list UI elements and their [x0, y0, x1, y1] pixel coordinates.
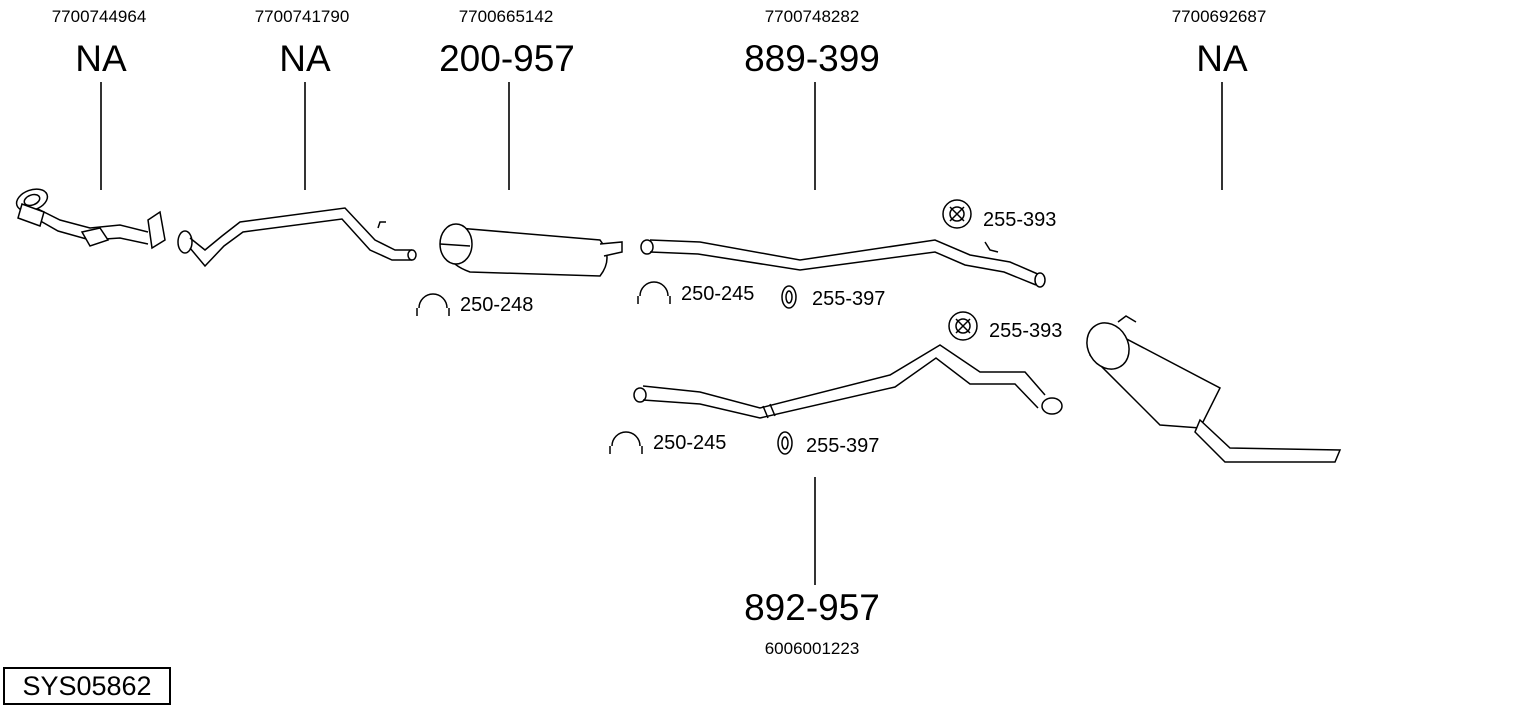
rubber-hanger-icon: [948, 311, 978, 341]
rear-pipe-illustration-lower: [633, 344, 1063, 419]
accessory-label-a7: 255-397: [806, 435, 880, 457]
part-number-c2: NA: [279, 38, 331, 79]
oem-number-c5: 7700692687: [1171, 7, 1267, 26]
oem-number-c4: 7700748282: [764, 7, 860, 26]
ring-icon: [777, 431, 793, 455]
system-id-box: SYS05862: [3, 667, 171, 705]
part-number-c5: NA: [1196, 38, 1248, 79]
rubber-hanger-icon: [942, 199, 972, 229]
part-number-c1: NA: [75, 38, 127, 79]
intermediate-pipe-illustration: [177, 207, 417, 268]
rear-silencer-illustration: [1086, 315, 1342, 463]
accessory-label-a6: 250-245: [653, 432, 727, 454]
clamp-icon: [416, 293, 450, 316]
oem-number-c1: 7700744964: [51, 7, 147, 26]
centre-silencer-illustration: [439, 223, 623, 277]
part-number-c3: 200-957: [439, 38, 575, 79]
part-number-c6: 892-957: [744, 587, 880, 628]
oem-number-c2: 7700741790: [254, 7, 350, 26]
accessory-label-a2: 250-248: [460, 294, 534, 316]
accessory-label-a1: 255-393: [983, 209, 1057, 231]
rear-pipe-illustration: [640, 239, 1046, 288]
oem-number-c6: 6006001223: [764, 639, 860, 658]
clamp-icon: [637, 281, 671, 304]
accessory-label-a4: 255-397: [812, 288, 886, 310]
part-number-c4: 889-399: [744, 38, 880, 79]
front-pipe-illustration: [15, 188, 166, 250]
ring-icon: [781, 285, 797, 309]
clamp-icon: [609, 431, 643, 454]
accessory-label-a3: 250-245: [681, 283, 755, 305]
oem-number-c3: 7700665142: [458, 7, 554, 26]
accessory-label-a5: 255-393: [989, 320, 1063, 342]
